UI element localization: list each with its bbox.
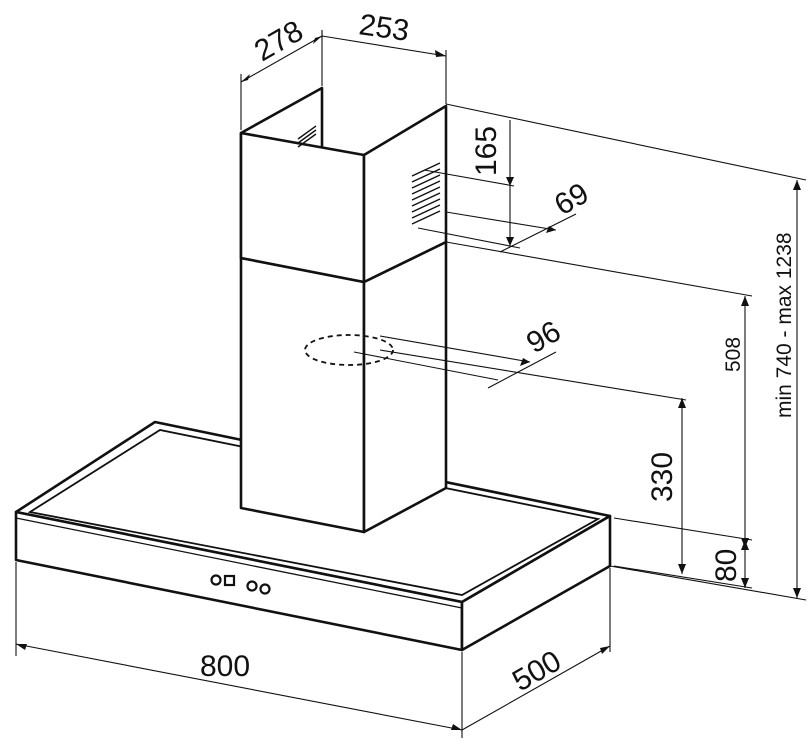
dim-label-253: 253: [357, 8, 411, 48]
lower-chimney-front: [239, 256, 366, 534]
dim-label-278: 278: [249, 14, 309, 68]
dim-label-330: 330: [646, 452, 679, 502]
upper-chimney-front: [239, 131, 366, 284]
dimension-labels: 278 253 165 69 96 508 330 80 min 740 - m…: [200, 8, 796, 698]
dim-label-800: 800: [200, 650, 250, 683]
upper-chimney: [239, 86, 448, 284]
duct-opening: [304, 334, 394, 366]
control-panel: [210, 574, 271, 595]
control-button-2[interactable]: [223, 574, 236, 587]
dim-label-165: 165: [470, 126, 503, 176]
lower-chimney: [239, 236, 448, 534]
control-button-4[interactable]: [259, 583, 271, 595]
dim-label-80: 80: [710, 549, 743, 582]
dim-label-508: 508: [722, 337, 745, 372]
control-button-1[interactable]: [210, 574, 222, 586]
canopy-front-edge: [15, 517, 463, 609]
dim-label-69: 69: [549, 177, 594, 222]
canopy-rim: [27, 429, 601, 596]
dim-label-96: 96: [521, 315, 566, 360]
dim-label-overall-height: min 740 - max 1238: [773, 232, 796, 418]
back-vent-icon: [297, 125, 317, 148]
lower-chimney-side: [362, 240, 448, 534]
control-button-3[interactable]: [246, 580, 258, 592]
side-vent-icon: [411, 162, 441, 225]
dim-label-500: 500: [507, 644, 567, 698]
dimension-lines: [15, 30, 807, 738]
